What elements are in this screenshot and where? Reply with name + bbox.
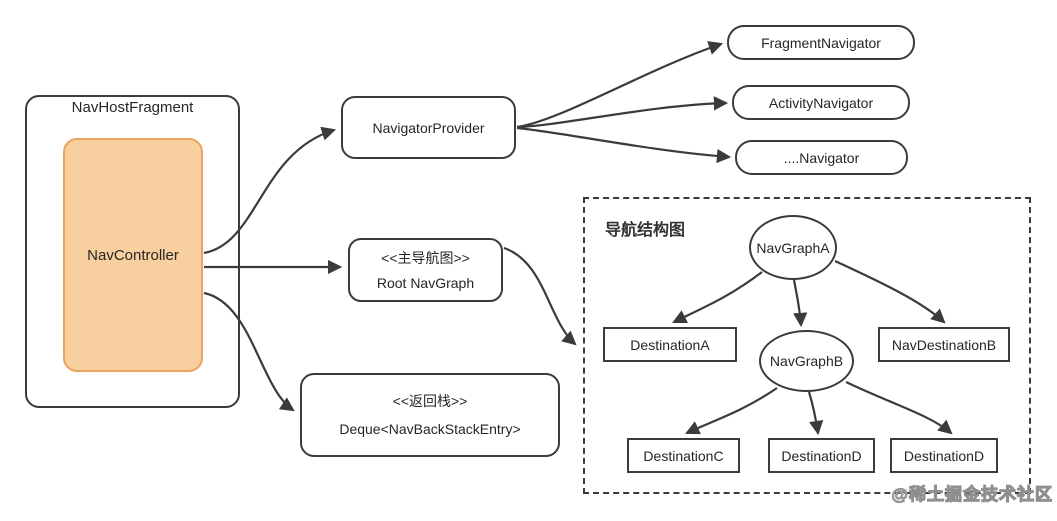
destinationa-label: DestinationA: [630, 336, 710, 353]
fragmentnavigator-label: FragmentNavigator: [761, 34, 881, 51]
destinationd1-label: DestinationD: [781, 447, 862, 464]
edge-provider-activitynavigator: [516, 96, 729, 129]
destinationd2-box: DestinationD: [890, 438, 998, 473]
root-navgraph-box: <<主导航图>> Root NavGraph: [348, 238, 503, 302]
navgrapha-label: NavGraphA: [756, 239, 830, 256]
navcontroller-label: NavController: [87, 246, 179, 264]
backstack-label: Deque<NavBackStackEntry>: [339, 421, 521, 437]
navdestinationb-box: NavDestinationB: [878, 327, 1010, 362]
destinationa-box: DestinationA: [603, 327, 737, 362]
fragmentnavigator-box: FragmentNavigator: [727, 25, 915, 60]
navhostfragment-label: NavHostFragment: [71, 99, 194, 116]
root-navgraph-stereotype: <<主导航图>>: [381, 249, 470, 266]
root-navgraph-label: Root NavGraph: [376, 274, 475, 291]
navgrapha-ellipse: NavGraphA: [749, 215, 837, 280]
backstack-stereotype: <<返回栈>>: [392, 393, 468, 409]
navgraphb-ellipse: NavGraphB: [759, 330, 854, 392]
nav-structure-region: [583, 197, 1031, 494]
activitynavigator-box: ActivityNavigator: [732, 85, 910, 120]
destinationd1-box: DestinationD: [768, 438, 875, 473]
edge-rootnavgraph-navstructure: [503, 246, 577, 346]
destinationc-label: DestinationC: [643, 447, 724, 464]
edge-provider-fragmentnavigator: [516, 41, 724, 129]
navdestinationb-label: NavDestinationB: [891, 336, 997, 353]
activitynavigator-label: ActivityNavigator: [768, 94, 874, 111]
backstack-box: <<返回栈>> Deque<NavBackStackEntry>: [300, 373, 560, 457]
other-navigator-box: ....Navigator: [735, 140, 908, 175]
navcontroller-box: NavController: [63, 138, 203, 372]
navgraphb-label: NavGraphB: [769, 353, 844, 369]
destinationd2-label: DestinationD: [903, 447, 985, 464]
nav-structure-title: 导航结构图: [605, 222, 686, 239]
destinationc-box: DestinationC: [627, 438, 740, 473]
watermark: @稀土掘金技术社区: [891, 484, 1053, 504]
navigatorprovider-box: NavigatorProvider: [341, 96, 516, 159]
other-navigator-label: ....Navigator: [783, 149, 860, 166]
edge-provider-othernavigator: [516, 126, 732, 164]
navigatorprovider-label: NavigatorProvider: [372, 119, 485, 136]
